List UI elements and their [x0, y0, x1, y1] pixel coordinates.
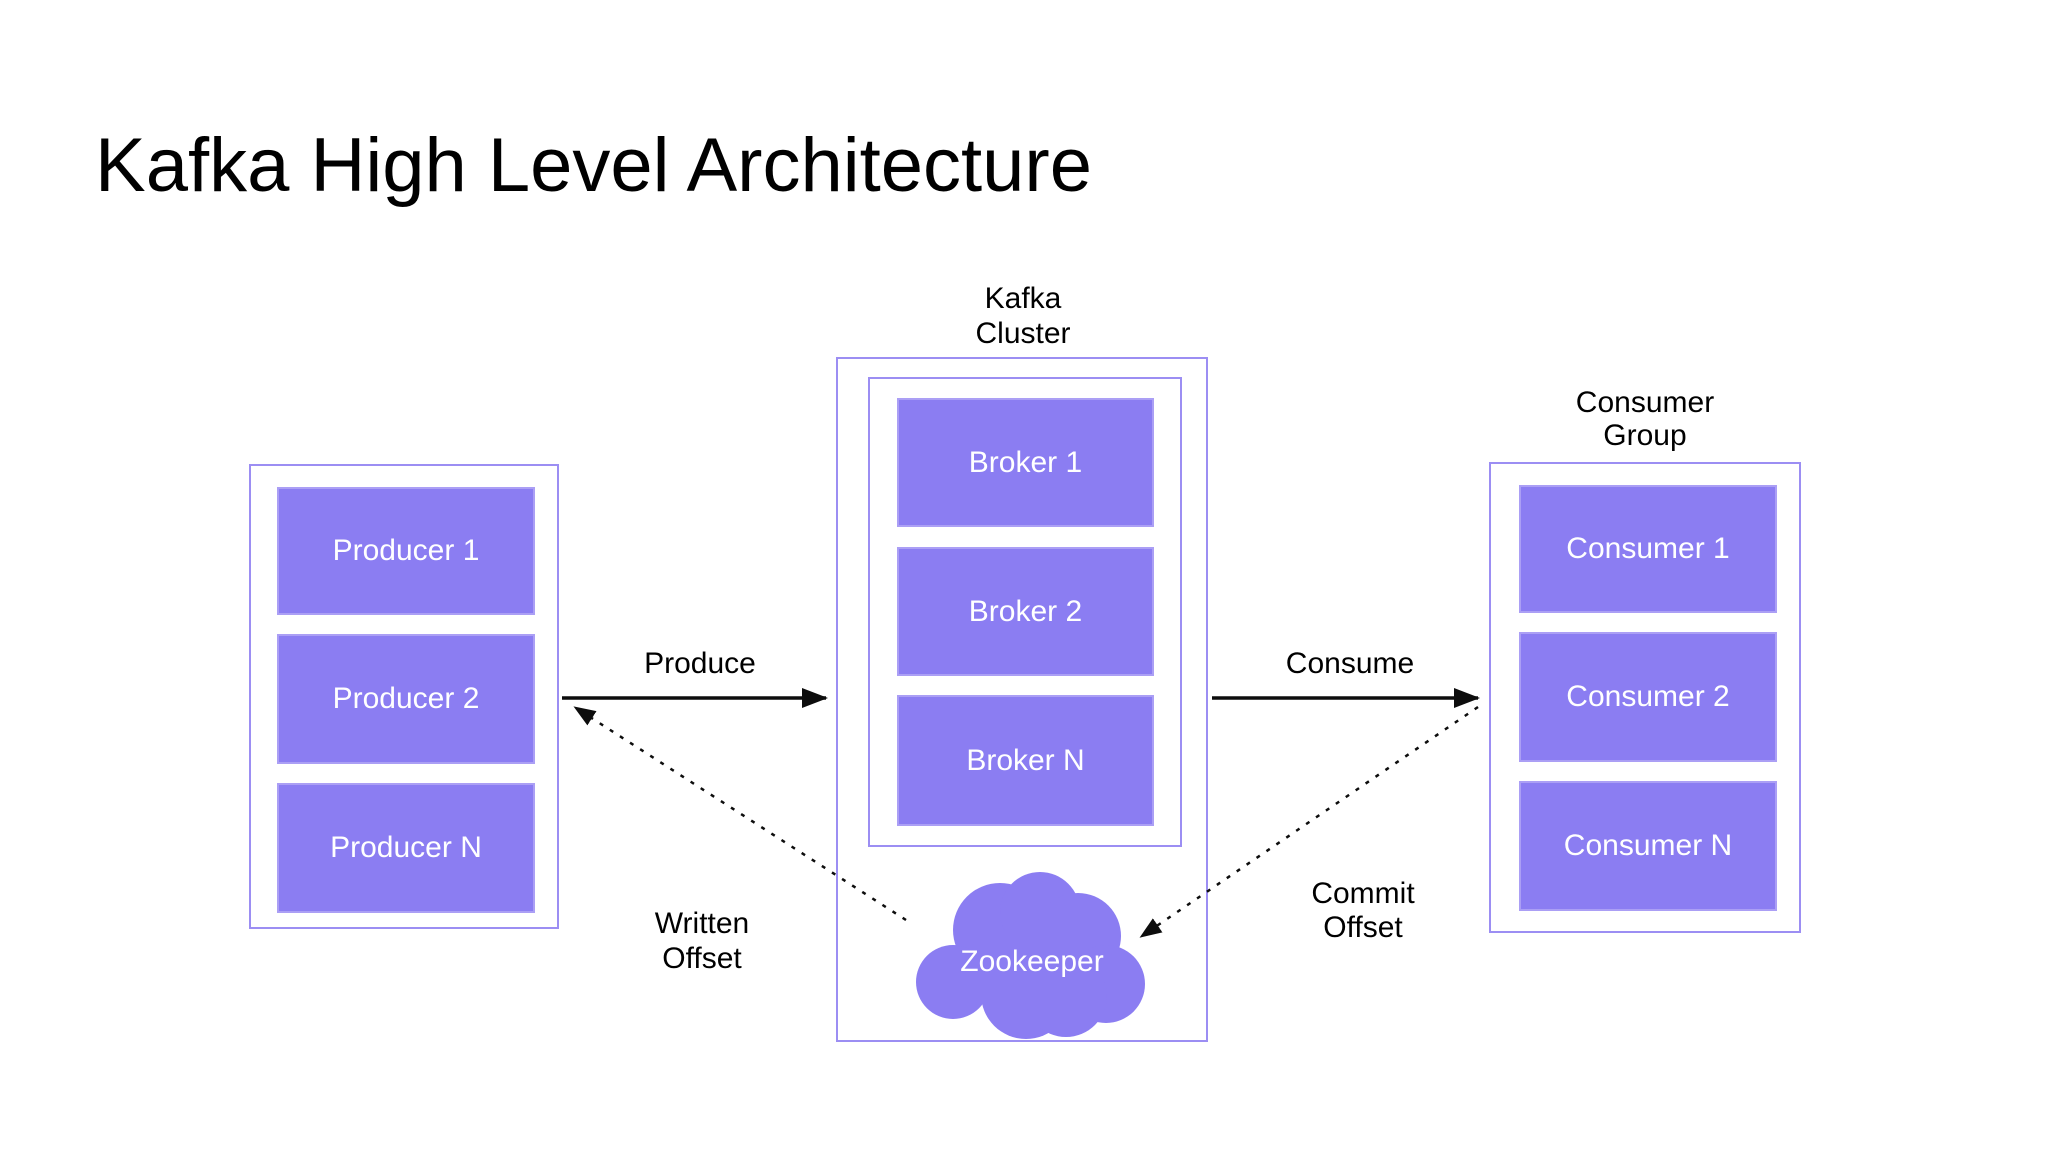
consumer-group-box: Consumer 1 Consumer 2 Consumer N [1489, 462, 1801, 933]
kafka-cluster-label: Kafka Cluster [923, 281, 1123, 351]
broker-node-n: Broker N [897, 695, 1154, 826]
written-offset-label-line1: Written [654, 907, 750, 940]
page-title: Kafka High Level Architecture [95, 123, 1092, 208]
producer-node-1: Producer 1 [277, 487, 535, 615]
commit-offset-label-line2: Offset [1323, 911, 1403, 944]
consumer-node-1: Consumer 1 [1519, 485, 1777, 613]
written-offset-label: Written Offset [602, 906, 802, 976]
produce-label: Produce [644, 647, 756, 680]
consumer-group-label-line1: Consumer [1575, 386, 1715, 419]
kafka-cluster-label-line2: Cluster [975, 317, 1071, 350]
commit-offset-label-line1: Commit [1311, 877, 1415, 910]
consumer-group-label-line2: Group [1603, 419, 1687, 452]
broker-node-2: Broker 2 [897, 547, 1154, 676]
consumer-node-n: Consumer N [1519, 781, 1777, 911]
broker-node-1: Broker 1 [897, 398, 1154, 527]
broker-container-box: Broker 1 Broker 2 Broker N [868, 377, 1182, 847]
zookeeper-label: Zookeeper [960, 945, 1104, 978]
producer-group-box: Producer 1 Producer 2 Producer N [249, 464, 559, 929]
kafka-cluster-box: Broker 1 Broker 2 Broker N [836, 357, 1208, 1042]
consume-label: Consume [1285, 647, 1415, 680]
consumer-group-label: Consumer Group [1545, 386, 1745, 452]
written-offset-label-line2: Offset [662, 942, 742, 975]
consumer-node-2: Consumer 2 [1519, 632, 1777, 762]
producer-node-2: Producer 2 [277, 634, 535, 764]
kafka-cluster-label-line1: Kafka [984, 282, 1062, 315]
producer-node-n: Producer N [277, 783, 535, 913]
commit-offset-label: Commit Offset [1263, 877, 1463, 945]
